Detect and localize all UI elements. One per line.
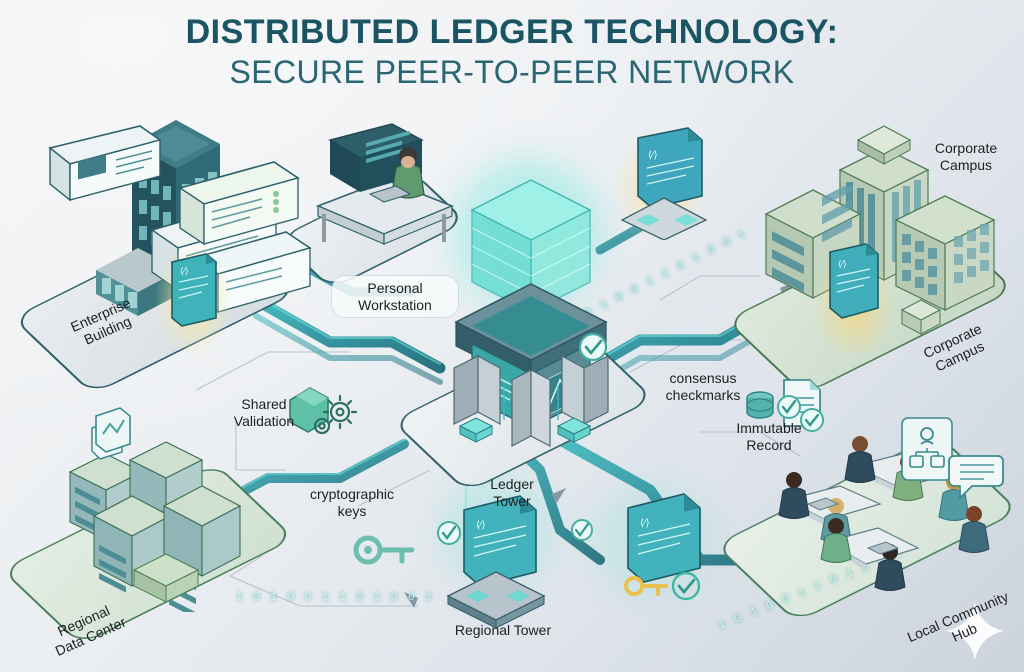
campus-ledger-document: ⟨∕⟩: [829, 243, 879, 319]
label-personal-workstation: Personal Workstation: [332, 276, 458, 318]
check-circle-icon: [671, 571, 701, 601]
database-icon: [746, 391, 774, 419]
validator-ledger-document: ⟨∕⟩: [620, 127, 708, 240]
label-consensus-checkmarks: consensus checkmarks: [665, 370, 741, 403]
title-line-1: DISTRIBUTED LEDGER TECHNOLOGY:: [185, 13, 839, 51]
ledger-platform-blocks: [458, 417, 592, 443]
datacenter-server-racks: [68, 441, 242, 612]
ledger-tower-columns: [453, 354, 609, 447]
enterprise-doc-card-1: [48, 125, 162, 202]
check-circle-icon-route-3: [437, 521, 461, 545]
workstation-desk-setup: [315, 123, 455, 245]
svg-text:⟨∕⟩: ⟨∕⟩: [648, 150, 658, 161]
svg-text:⟨∕⟩: ⟨∕⟩: [476, 520, 486, 531]
label-regional-tower: Regional Tower: [454, 622, 552, 638]
label-shared-validation: Shared Validation: [233, 396, 295, 429]
label-cryptographic-keys: cryptographic keys: [309, 486, 395, 519]
data-stream-bottom-left: 1 0 1 0 0 1 1 0 1 0 0 1: [236, 592, 434, 604]
campus-kiosk: [900, 299, 942, 335]
validation-badge-icon: [95, 407, 131, 453]
check-circle-icon-route-2: [777, 395, 801, 419]
sparkle-icon: [946, 602, 1004, 660]
title-line-2: SECURE PEER-TO-PEER NETWORK: [229, 53, 795, 90]
check-document-icon: [746, 379, 824, 432]
page-title: DISTRIBUTED LEDGER TECHNOLOGY: SECURE PE…: [0, 14, 1024, 91]
label-ledger-tower: Ledger Tower: [490, 476, 534, 509]
key-icon: [624, 576, 668, 596]
check-circle-icon-route-4: [571, 519, 593, 541]
hub-chat-bubble-icon: [948, 455, 1004, 501]
label-immutable-record: Immutable Record: [736, 420, 802, 453]
label-corporate-campus-top: Corporate Campus: [934, 140, 998, 173]
svg-text:⟨∕⟩: ⟨∕⟩: [640, 518, 650, 529]
shared-ledger-document: ⟨∕⟩: [624, 493, 701, 601]
gears-icon: [289, 387, 358, 435]
hub-org-chart-card: [901, 417, 953, 481]
check-circle-icon-route-1: [578, 332, 608, 362]
campus-building-right: [894, 195, 996, 311]
enterprise-ledger-document: ⟨∕⟩: [171, 253, 217, 327]
regional-tower-structure: ⟨∕⟩: [446, 495, 546, 628]
svg-text:⟨∕⟩: ⟨∕⟩: [838, 259, 847, 269]
svg-text:⟨∕⟩: ⟨∕⟩: [180, 266, 189, 276]
key-icon: [353, 535, 415, 565]
enterprise-doc-card-3: [178, 161, 300, 246]
